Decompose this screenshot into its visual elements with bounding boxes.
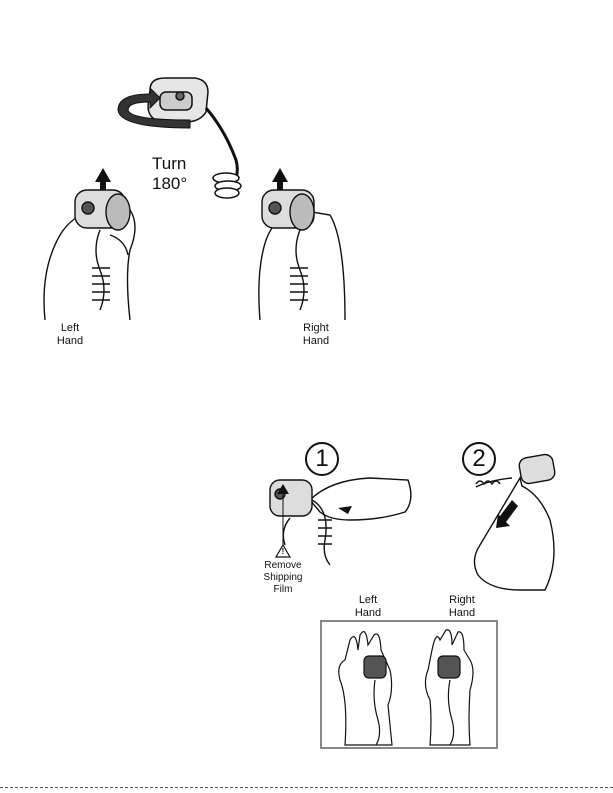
- right-hand-label: Right Hand: [294, 322, 338, 348]
- left-hand-label: Left Hand: [48, 322, 92, 348]
- right-hand-scanner: [259, 190, 345, 320]
- up-arrow-icon: [95, 168, 111, 190]
- hands-frame: [320, 620, 498, 749]
- remove-shipping-film-label: Remove Shipping Film: [256, 560, 310, 596]
- framed-right-hand-label: Right Hand: [438, 594, 486, 620]
- step1-number-icon: 1: [305, 442, 339, 476]
- up-arrow-icon: [272, 168, 288, 190]
- turn-180-label: Turn 180°: [152, 154, 187, 194]
- step1-illustration: [270, 478, 411, 565]
- framed-left-hand-label: Left Hand: [346, 594, 390, 620]
- page-cut-line: [0, 787, 613, 788]
- left-hand-scanner: [44, 190, 135, 320]
- warning-symbol: !: [280, 547, 286, 557]
- step2-number-icon: 2: [462, 442, 496, 476]
